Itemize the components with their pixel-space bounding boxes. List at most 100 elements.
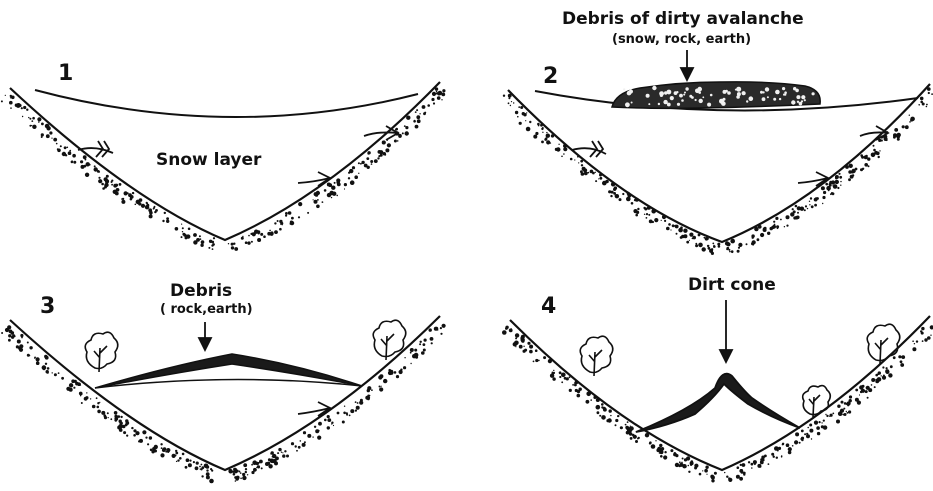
gravel-dot [17, 340, 21, 344]
gravel-dot [73, 161, 76, 164]
gravel-dot [676, 233, 678, 235]
gravel-dot [843, 414, 845, 416]
gravel-dot [189, 460, 191, 462]
gravel-dot [366, 157, 369, 160]
gravel-dot [682, 458, 684, 460]
gravel-dot [242, 476, 246, 480]
debris-speck [801, 95, 805, 99]
gravel-dot [816, 426, 820, 430]
gravel-dot [742, 464, 744, 466]
gravel-dot [675, 463, 679, 467]
debris-speck [664, 91, 667, 94]
debris-speck [670, 96, 674, 100]
gravel-dot [350, 180, 355, 185]
gravel-dot [811, 438, 812, 439]
gravel-dot [648, 214, 650, 216]
gravel-dot [29, 355, 31, 357]
gravel-dot [417, 119, 421, 123]
gravel-dot [34, 357, 35, 358]
gravel-dot [72, 154, 76, 158]
gravel-dot [371, 163, 373, 165]
gravel-dot [922, 340, 924, 342]
gravel-dot [790, 212, 794, 216]
gravel-dot [930, 335, 931, 336]
gravel-dot [274, 222, 276, 224]
gravel-dot [574, 382, 575, 383]
gravel-dot [423, 343, 426, 346]
panel-4: 4 Dirt cone [502, 275, 933, 482]
gravel-dot [823, 425, 827, 429]
gravel-dot [860, 168, 863, 171]
gravel-dot [388, 369, 391, 372]
gravel-dot [188, 228, 191, 231]
gravel-dot [814, 421, 818, 425]
gravel-dot [799, 442, 801, 444]
gravel-dot [535, 359, 538, 362]
gravel-dot [94, 165, 96, 167]
gravel-dot [199, 466, 201, 468]
gravel-dot [545, 137, 548, 140]
gravel-dot [344, 406, 345, 407]
gravel-dot [160, 453, 164, 457]
gravel-dot [367, 395, 369, 397]
gravel-dot [784, 226, 785, 227]
gravel-dot [196, 462, 199, 465]
gravel-dot [688, 471, 690, 473]
gravel-dot [670, 449, 673, 452]
gravel-dot [702, 470, 703, 471]
gravel-dot [519, 122, 522, 125]
gravel-dot [806, 434, 810, 438]
gravel-dot [89, 164, 91, 166]
gravel-dot [44, 355, 47, 358]
gravel-dot [825, 414, 826, 415]
gravel-dot [135, 204, 137, 206]
gravel-dot [811, 205, 814, 208]
gravel-dot [5, 95, 6, 96]
gravel-dot [424, 339, 427, 342]
gravel-dot [28, 117, 29, 118]
debris-speck [679, 94, 683, 98]
gravel-dot [241, 237, 244, 240]
gravel-dot [16, 345, 19, 348]
gravel-dot [610, 415, 611, 416]
gravel-dot [257, 238, 261, 242]
gravel-dot [851, 171, 854, 174]
dirt-cone-shape [636, 374, 800, 432]
gravel-dot [708, 247, 711, 250]
gravel-dot [859, 385, 863, 389]
gravel-dot [317, 199, 319, 201]
debris-speck [629, 89, 633, 93]
gravel-dot [546, 134, 550, 138]
gravel-dot [886, 367, 888, 369]
gravel-dot [777, 227, 779, 229]
gravel-dot [760, 233, 764, 237]
debris-speck [783, 94, 785, 96]
gravel-dot [796, 216, 800, 220]
gravel-dot [27, 342, 29, 344]
gravel-dot [608, 190, 611, 193]
gravel-dot [148, 208, 152, 212]
gravel-dot [162, 220, 164, 222]
gravel-dot [509, 329, 513, 333]
gravel-dot [46, 370, 49, 373]
gravel-dot [379, 374, 383, 378]
gravel-dot [21, 107, 23, 109]
gravel-dot [836, 420, 840, 424]
gravel-dot [807, 208, 808, 209]
gravel-dot [643, 207, 645, 209]
gravel-dot [876, 152, 880, 156]
gravel-dot [788, 451, 792, 455]
debris-speck [676, 91, 678, 93]
gravel-dot [809, 204, 810, 205]
gravel-dot [837, 187, 839, 189]
gravel-dot [838, 173, 840, 175]
gravel-dot [127, 192, 129, 194]
gravel-dot [415, 125, 419, 129]
gravel-dot [269, 230, 271, 232]
gravel-dot [661, 220, 662, 221]
gravel-dot [822, 196, 825, 199]
gravel-dot [868, 388, 872, 392]
gravel-dot [711, 252, 714, 255]
gravel-dot [646, 213, 648, 215]
gravel-dot [764, 227, 767, 230]
